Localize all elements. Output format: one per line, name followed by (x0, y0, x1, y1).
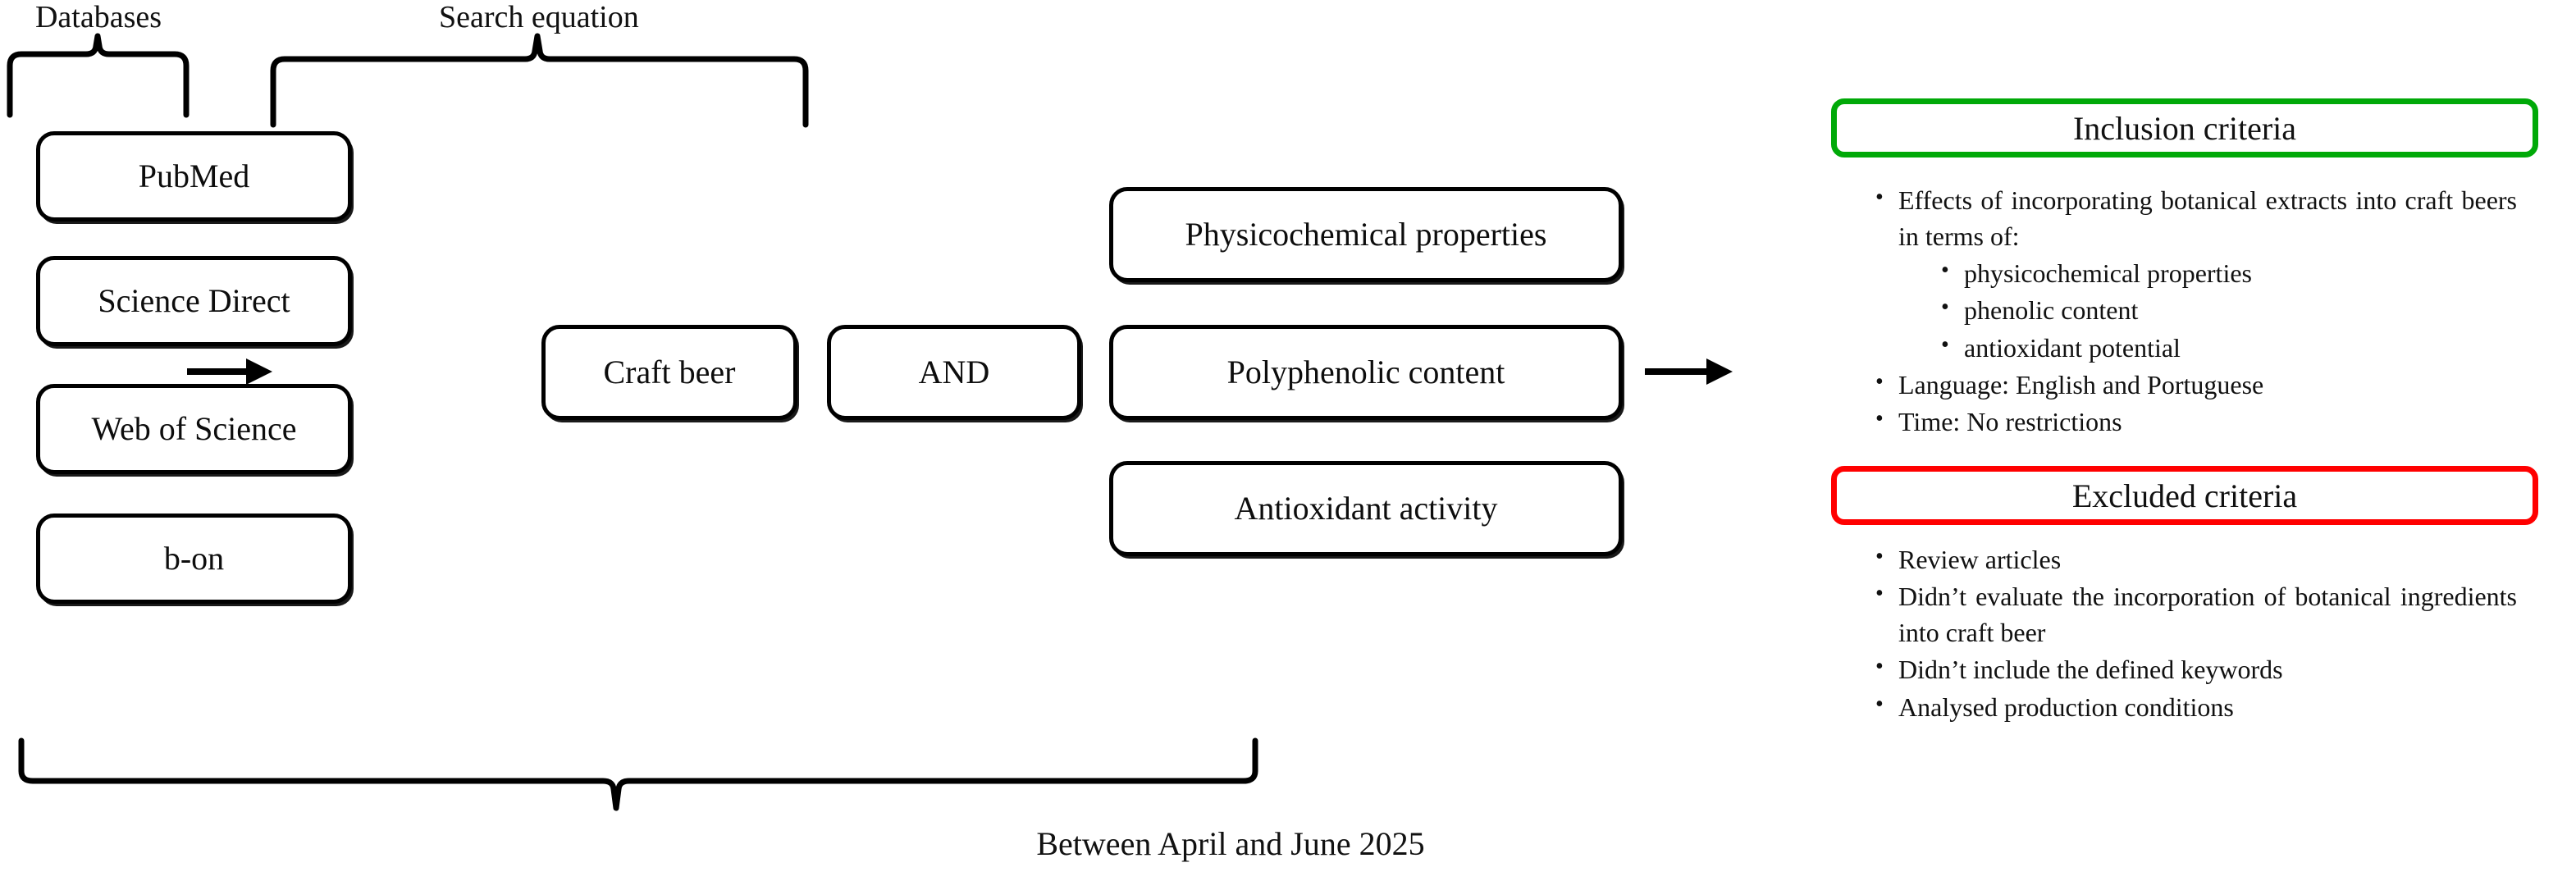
excluded-criteria-list: Review articles Didn’t evaluate the inco… (1869, 541, 2517, 726)
search-equation-group-label: Search equation (439, 0, 639, 34)
search-topic-box-antioxidant-activity[interactable]: Antioxidant activity (1109, 461, 1623, 556)
list-item: Analysed production conditions (1869, 688, 2517, 725)
list-item: phenolic content (1934, 291, 2517, 328)
database-box-b-on[interactable]: b-on (36, 514, 352, 604)
search-topic-box-physicochemical-properties[interactable]: Physicochemical properties (1109, 187, 1623, 282)
inclusion-criteria-list: Effects of incorporating botanical extra… (1869, 181, 2517, 440)
search-topic-label: Physicochemical properties (1185, 216, 1547, 253)
database-box-science-direct[interactable]: Science Direct (36, 256, 352, 346)
search-term-box-craft-beer[interactable]: Craft beer (541, 325, 797, 420)
database-label: b-on (163, 540, 225, 577)
list-item: Review articles (1869, 541, 2517, 577)
excluded-criteria-header: Excluded criteria (1831, 466, 2538, 525)
brace-search-equation-icon (270, 33, 809, 128)
list-item: physicochemical properties (1934, 254, 2517, 291)
arrow-databases-to-equation-icon (187, 358, 272, 385)
excluded-criteria-title: Excluded criteria (2071, 477, 2298, 514)
database-label: Science Direct (98, 282, 290, 319)
search-topic-label: Antioxidant activity (1234, 490, 1498, 527)
brace-databases-icon (7, 33, 190, 118)
inclusion-criteria-title: Inclusion criteria (2072, 109, 2297, 147)
database-box-pubmed[interactable]: PubMed (36, 131, 352, 221)
search-term-label: Craft beer (603, 354, 736, 390)
list-item: antioxidant potential (1934, 329, 2517, 366)
search-operator-box-and[interactable]: AND (827, 325, 1081, 420)
databases-group-label: Databases (34, 0, 162, 34)
list-item: Didn’t include the defined keywords (1869, 650, 2517, 687)
search-topic-label: Polyphenolic content (1226, 354, 1505, 390)
search-operator-label: AND (918, 354, 990, 390)
list-item: Effects of incorporating botanical extra… (1869, 181, 2517, 254)
inclusion-criteria-header: Inclusion criteria (1831, 98, 2538, 157)
timeframe-caption: Between April and June 2025 (1036, 825, 1425, 862)
list-item: Language: English and Portuguese (1869, 366, 2517, 403)
list-item: Time: No restrictions (1869, 403, 2517, 440)
database-label: PubMed (138, 157, 250, 194)
list-item: Didn’t evaluate the incorporation of bot… (1869, 577, 2517, 650)
brace-timeframe-icon (18, 737, 1258, 811)
search-topic-box-polyphenolic-content[interactable]: Polyphenolic content (1109, 325, 1623, 420)
arrow-equation-to-criteria-icon (1645, 358, 1733, 385)
database-box-web-of-science[interactable]: Web of Science (36, 384, 352, 474)
database-label: Web of Science (91, 410, 297, 447)
